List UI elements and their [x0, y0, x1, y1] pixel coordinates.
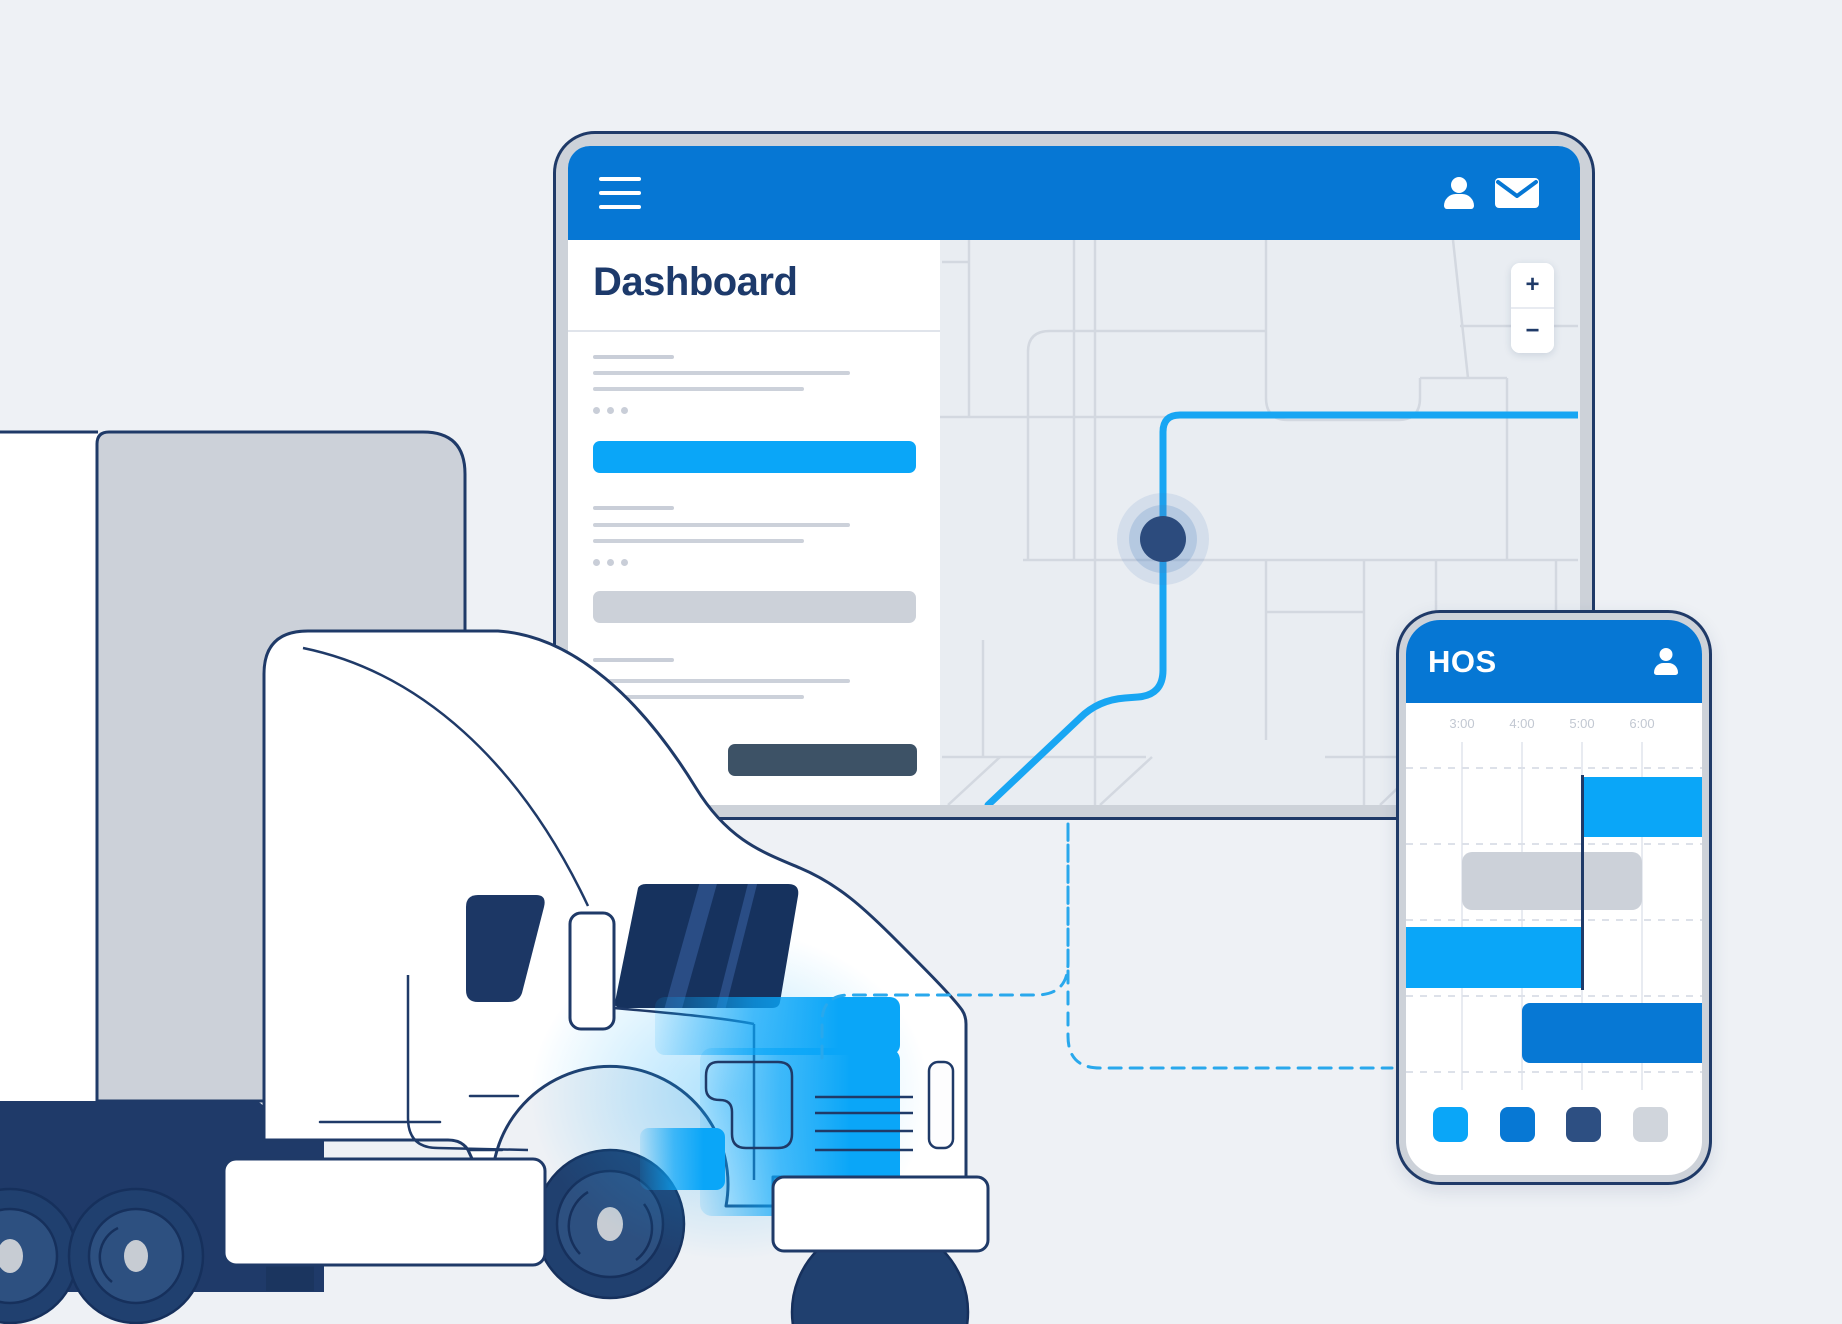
divider — [568, 330, 940, 332]
phone-app-header: HOS — [1406, 620, 1702, 703]
hos-legend — [1406, 1107, 1702, 1142]
trailer-box — [95, 430, 467, 1103]
skeleton-line — [593, 695, 804, 699]
skeleton-line — [593, 387, 804, 391]
x-tick: 5:00 — [1569, 716, 1595, 731]
legend-swatch — [1566, 1107, 1601, 1142]
trailer-wheel — [0, 1187, 79, 1324]
current-time-marker — [1581, 775, 1584, 990]
skeleton-line — [593, 658, 674, 662]
truck-front-wheel — [534, 1148, 686, 1300]
skeleton-line — [593, 679, 850, 683]
ellipsis-dots — [593, 407, 628, 414]
skeleton-line — [593, 523, 850, 527]
zoom-in-button[interactable]: + — [1511, 263, 1554, 309]
skeleton-line — [593, 539, 804, 543]
primary-action-button[interactable] — [593, 441, 916, 473]
skeleton-line — [593, 371, 850, 375]
truck-rear-wheel — [790, 1222, 970, 1324]
route-line — [984, 411, 1578, 805]
page-title: Dashboard — [593, 260, 798, 304]
profile-icon[interactable] — [1444, 177, 1474, 209]
secondary-button[interactable] — [593, 591, 916, 623]
x-tick: 4:00 — [1509, 716, 1535, 731]
trailer-front-panel — [0, 432, 98, 1101]
map-canvas — [940, 240, 1578, 805]
legend-swatch — [1632, 1107, 1668, 1142]
hos-bar-row3 — [1406, 927, 1582, 988]
hos-chart: 3:00 4:00 5:00 6:00 — [1406, 620, 1702, 1175]
legend-swatch — [1433, 1107, 1468, 1142]
skeleton-line — [593, 355, 674, 359]
person-icon[interactable] — [1654, 648, 1678, 675]
sleeper-window — [466, 895, 545, 1002]
hos-bar-row2 — [1462, 852, 1642, 910]
zoom-out-button[interactable]: − — [1511, 309, 1554, 353]
ellipsis-dots — [593, 559, 628, 566]
phone-screen: 3:00 4:00 5:00 6:00 HOS — [1406, 620, 1702, 1175]
headlight — [927, 1060, 955, 1150]
x-tick: 6:00 — [1629, 716, 1655, 731]
location-marker[interactable] — [1117, 493, 1209, 585]
trailer-wheel — [67, 1187, 205, 1324]
fuel-tank-step — [222, 1157, 547, 1267]
trailer-undercarriage — [0, 1101, 324, 1292]
map-zoom-control: + − — [1511, 263, 1554, 353]
hamburger-menu-icon[interactable] — [599, 177, 641, 209]
legend-swatch — [1499, 1107, 1535, 1142]
phone-device: 3:00 4:00 5:00 6:00 HOS — [1396, 610, 1712, 1185]
connector-truck-tablet — [820, 822, 1070, 1060]
dark-action-button[interactable] — [728, 744, 917, 776]
dashboard-panel: Dashboard — [568, 240, 940, 805]
hos-bar-row1 — [1582, 777, 1702, 837]
engine-component-outline — [704, 1060, 794, 1150]
x-tick: 3:00 — [1449, 716, 1475, 731]
front-bumper — [771, 1175, 990, 1253]
phone-app-title: HOS — [1428, 643, 1497, 679]
connector-tablet-phone — [1066, 822, 1394, 1070]
engine-highlight — [640, 997, 900, 1216]
skeleton-line — [593, 506, 674, 510]
hos-grid — [1406, 742, 1702, 1090]
windshield — [614, 884, 799, 1008]
app-header — [568, 146, 1580, 240]
hos-bar-row4 — [1522, 1003, 1702, 1063]
side-mirror — [568, 911, 616, 1031]
mail-icon[interactable] — [1494, 177, 1540, 209]
